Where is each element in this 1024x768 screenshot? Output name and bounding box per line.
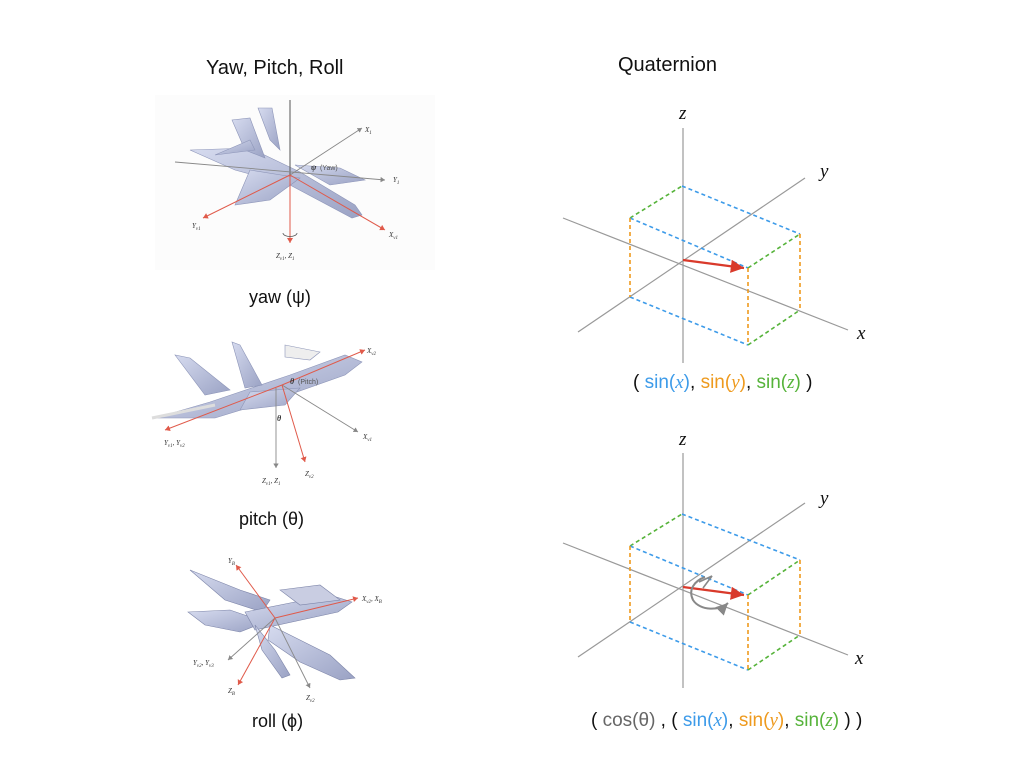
svg-text:ZB: ZB <box>228 687 235 697</box>
y-axis-label: y <box>818 488 829 509</box>
svg-text:ψ: ψ <box>311 163 317 172</box>
sin-z: sin(z) <box>756 372 801 393</box>
x-axis-label: x <box>856 323 866 344</box>
svg-text:YB: YB <box>228 557 235 567</box>
sin-z: sin(z) <box>794 710 840 731</box>
svg-text:θ: θ <box>277 414 282 423</box>
paren-open: ( <box>633 372 645 393</box>
cos-theta: cos(θ) <box>602 710 656 731</box>
dashed-box <box>629 513 801 671</box>
svg-text:Zv1, Z1: Zv1, Z1 <box>276 252 295 262</box>
svg-text:Zv2: Zv2 <box>305 470 314 480</box>
z-axis-label: z <box>678 103 687 124</box>
right-title: Quaternion <box>618 54 717 76</box>
x-axis-label: x <box>854 648 864 669</box>
svg-text:X1: X1 <box>364 126 372 136</box>
quaternion-formula-2: ( cos(θ) , ( sin(x), sin(y), sin(z) ) ) <box>591 710 863 731</box>
dashed-box <box>629 185 801 346</box>
left-title: Yaw, Pitch, Roll <box>206 57 344 79</box>
roll-figure: YB Xv2, XB Yv2, Yv3 ZB Zv2 <box>187 557 382 704</box>
quaternion-diagram-1: z y x <box>562 103 866 363</box>
rotation-arrow-icon <box>690 576 729 616</box>
airplane-icon <box>154 341 363 419</box>
y-axis <box>577 502 806 658</box>
svg-text:(Pitch): (Pitch) <box>298 379 318 386</box>
pitch-figure: Xv2 Xv1 Yv1, Yv2 Zv1, Z1 Zv2 θ (Pitch) θ <box>151 341 377 487</box>
svg-text:Zv1, Z1: Zv1, Z1 <box>262 477 281 487</box>
sin-y: sin(y) <box>738 710 785 731</box>
svg-text:Xv2: Xv2 <box>366 347 377 357</box>
yaw-caption: yaw (ψ) <box>249 287 311 307</box>
svg-text:Xv1: Xv1 <box>362 433 372 443</box>
svg-text:Yv1: Yv1 <box>192 222 201 232</box>
yaw-figure: X1 Y1 Yv1 Xv1 Zv1, Z1 ψ (Yaw) <box>155 95 435 270</box>
quaternion-diagram-2: z y x <box>562 429 864 688</box>
svg-text:(Yaw): (Yaw) <box>320 165 338 172</box>
svg-text:Yv2, Yv3: Yv2, Yv3 <box>193 659 214 669</box>
pitch-caption: pitch (θ) <box>239 509 305 529</box>
x-axis <box>562 217 849 331</box>
y-axis <box>577 177 806 333</box>
svg-text:Y1: Y1 <box>393 176 399 186</box>
roll-caption: roll (ϕ) <box>252 711 304 731</box>
svg-text:Xv2, XB: Xv2, XB <box>361 595 382 605</box>
sin-x: sin(x) <box>644 372 690 393</box>
svg-text:θ: θ <box>290 377 295 386</box>
paren-close: ) <box>800 372 813 393</box>
x-axis <box>562 542 849 656</box>
z-axis-label: z <box>678 429 687 450</box>
vector-arrow <box>682 258 745 273</box>
quaternion-formula-1: ( sin(x), sin(y), sin(z) ) <box>633 372 813 393</box>
svg-text:Xv1: Xv1 <box>388 231 398 241</box>
y-axis-label: y <box>818 161 829 182</box>
svg-text:Zv2: Zv2 <box>306 694 315 704</box>
vector-arrow <box>682 585 745 600</box>
sin-x: sin(x) <box>682 710 729 731</box>
svg-text:Yv1, Yv2: Yv1, Yv2 <box>164 439 185 449</box>
sin-y: sin(y) <box>700 372 746 393</box>
